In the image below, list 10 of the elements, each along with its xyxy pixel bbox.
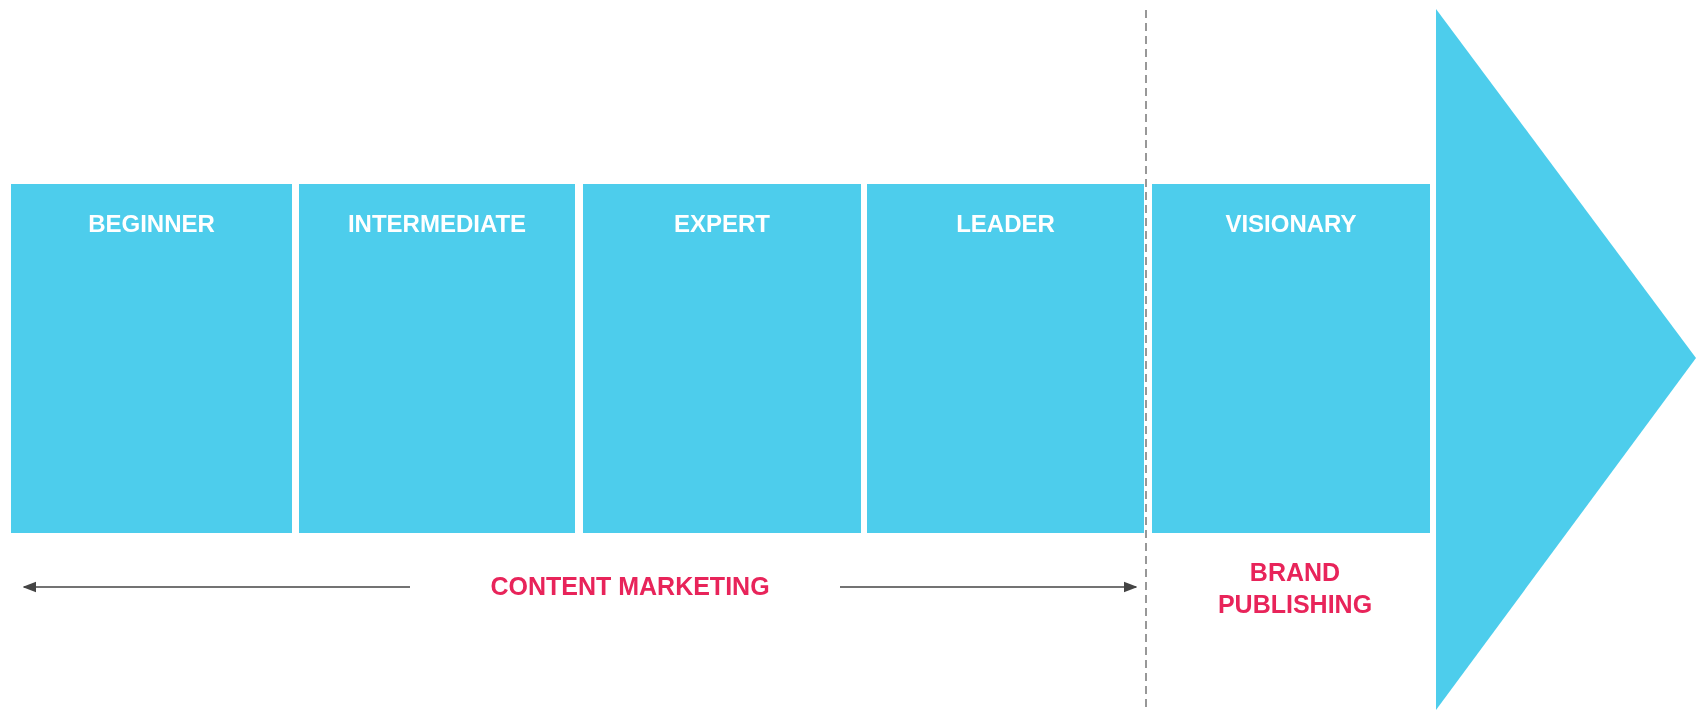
stage-title: INTERMEDIATE <box>347 209 527 239</box>
stage-title: EXPERT <box>674 209 770 239</box>
stage-box <box>867 184 1144 533</box>
stage-box <box>1152 184 1430 533</box>
stage-title: BEGINNER <box>88 209 215 239</box>
stage-box <box>299 184 575 533</box>
stage-box <box>11 184 292 533</box>
stage-title: VISIONARY <box>1225 209 1357 239</box>
stage-box <box>583 184 861 533</box>
stage-title: LEADER <box>956 209 1055 239</box>
